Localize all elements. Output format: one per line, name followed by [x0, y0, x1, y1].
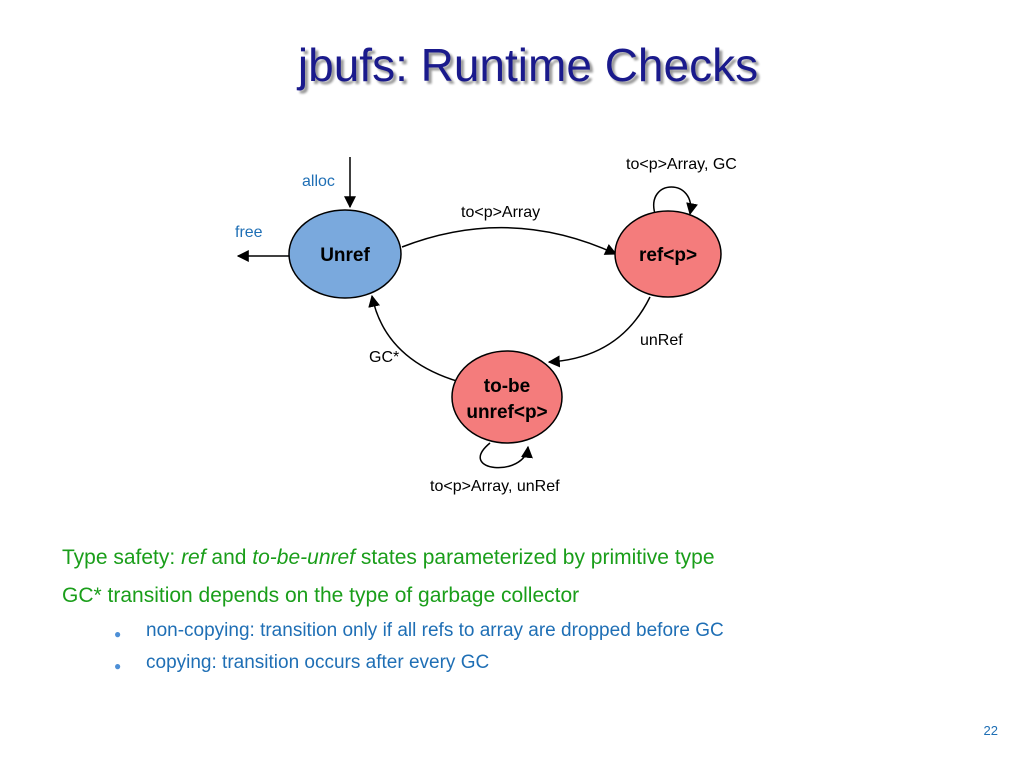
bullet-item-noncopying: non-copying: transition only if all refs…	[146, 620, 724, 641]
edge-tobe-to-unref-label: GC*	[369, 349, 399, 366]
edge-ref-self-loop	[652, 186, 698, 216]
node-tobe-unref	[451, 350, 563, 444]
edge-unref-to-ref	[401, 226, 618, 255]
ref-term: ref	[181, 546, 206, 569]
node-unref-label: Unref	[320, 245, 370, 266]
node-ref	[614, 210, 722, 298]
node-ref-label: ref<p>	[639, 245, 697, 266]
edge-unref-to-ref-label: to<p>Array	[461, 204, 540, 221]
edge-tobe-to-unref	[368, 294, 461, 383]
bullet-item-copying: copying: transition occurs after every G…	[146, 652, 490, 673]
node-tobe-label-line1: to-be	[484, 376, 530, 397]
gc-transition-line: GC* transition depends on the type of ga…	[62, 584, 580, 607]
node-tobe-label-line2: unref<p>	[466, 402, 547, 423]
edge-tobe-self-loop	[479, 442, 533, 469]
bullet-icon: ●	[114, 627, 122, 641]
edge-tobe-self-label: to<p>Array, unRef	[430, 478, 560, 495]
slide-title: jbufs: Runtime Checks	[297, 39, 759, 91]
edge-ref-to-tobe-label: unRef	[640, 332, 683, 349]
type-safety-line: Type safety: ref and to-be-unref states …	[62, 546, 715, 570]
node-unref	[288, 209, 402, 299]
edge-ref-self-label: to<p>Array, GC	[626, 156, 737, 173]
free-label: free	[235, 224, 263, 241]
tobe-term: to-be-unref	[252, 546, 356, 569]
page-number: 22	[983, 723, 998, 738]
bullet-icon: ●	[114, 659, 122, 673]
type-safety-prefix: Type safety:	[62, 546, 182, 569]
alloc-label: alloc	[302, 173, 335, 190]
edge-ref-to-tobe	[547, 296, 651, 368]
type-safety-suffix: states parameterized by primitive type	[355, 546, 715, 569]
and-word: and	[205, 546, 253, 569]
